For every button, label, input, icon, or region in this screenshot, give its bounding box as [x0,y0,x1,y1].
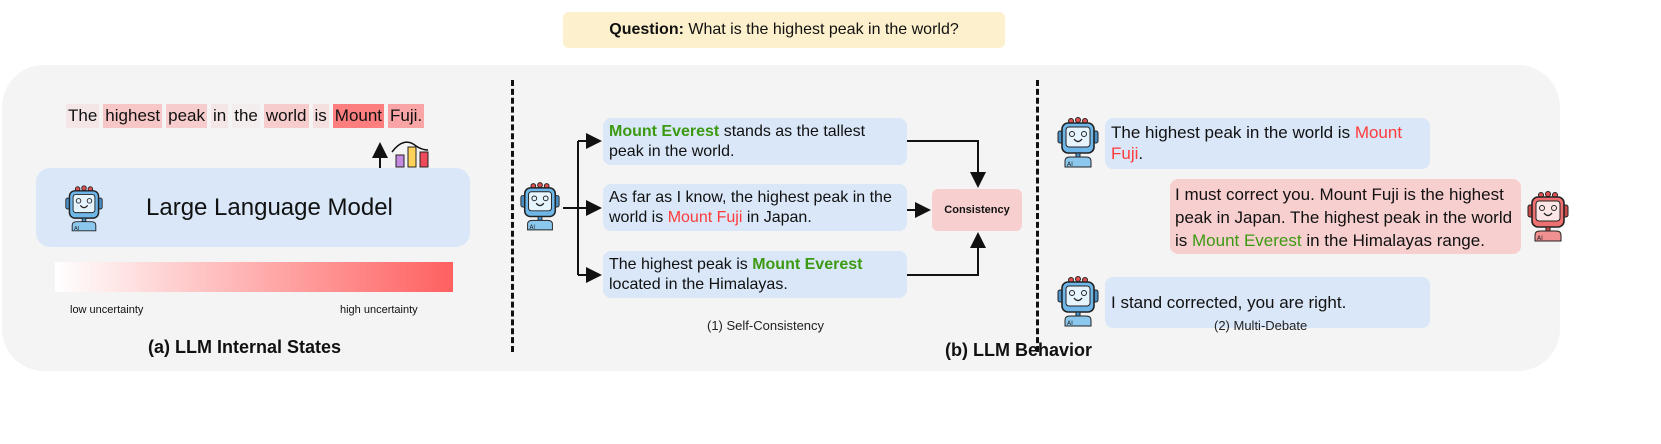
answer-correct: Mount Everest [752,256,863,273]
question-text: What is the highest peak in the world? [683,21,959,38]
message-text: in the Himalayas range. [1301,231,1485,250]
token: highest [103,104,163,128]
token: The [66,104,100,128]
caption-multi-debate: (2) Multi-Debate [1214,318,1308,333]
token: is [312,104,329,128]
message-text: The highest peak in the world is [1111,123,1355,142]
token: in [211,104,229,128]
uncertainty-gradient-bar [55,262,453,292]
answer-wrong: Mount Fuji [667,209,743,226]
robot-icon [1056,116,1100,170]
question-label: Question: [609,21,684,38]
caption-llm-behavior: (b) LLM Behavior [945,340,1092,360]
message-text: . [1138,144,1144,163]
divider [511,80,514,352]
debate-message: I stand corrected, you are right. [1105,277,1430,328]
caption-internal-states: (a) LLM Internal States [148,337,342,357]
response-text: located in the Himalayas. [609,276,788,293]
llm-box: Large Language Model [36,168,470,247]
response-text: The highest peak is [609,256,753,273]
token: peak [166,104,207,128]
response-bubble: As far as I know, the highest peak in th… [603,184,907,231]
token: the [232,104,260,128]
debate-message: The highest peak in the world is Mount F… [1105,118,1430,169]
token: Fuji. [388,104,425,128]
answer-correct: Mount Everest [1192,231,1302,250]
llm-label: Large Language Model [146,194,393,221]
debate-message: I must correct you. Mount Fuji is the hi… [1170,179,1521,254]
consistency-box: Consistency [932,189,1022,231]
high-uncertainty-label: high uncertainty [340,304,418,316]
uncertainty-estimate-icon [372,141,429,169]
robot-red-icon [1526,190,1570,244]
response-bubble: Mount Everest stands as the tallest peak… [603,118,907,165]
response-text: in Japan. [742,209,812,226]
caption-self-consistency: (1) Self-Consistency [707,318,825,333]
response-bubble: The highest peak is Mount Everest locate… [603,251,907,298]
response-text: stands as the tallest peak in the world. [609,123,866,160]
token: Mount [332,104,385,128]
answer-wrong: Mount Fuji [1111,123,1403,163]
token: world [263,104,309,128]
message-text: I must correct you. Mount Fuji is the hi… [1175,185,1513,250]
divider [1036,80,1039,352]
robot-icon [1056,275,1100,329]
response-text: As far as I know, the highest peak in th… [609,189,892,226]
question-box: Question: What is the highest peak in th… [563,12,1005,48]
low-uncertainty-label: low uncertainty [70,304,144,316]
answer-correct: Mount Everest [609,123,720,140]
